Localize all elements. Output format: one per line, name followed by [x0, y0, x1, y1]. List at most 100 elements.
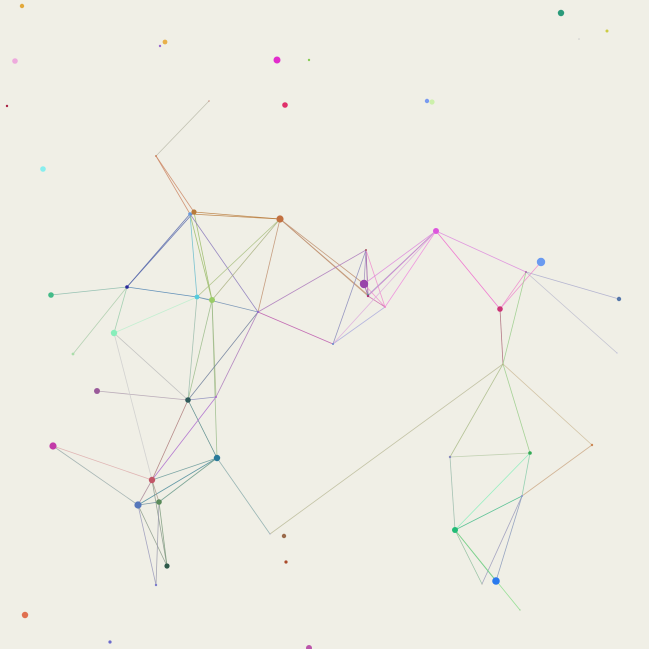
node-n30: [384, 306, 386, 308]
node-n32: [332, 343, 334, 345]
node-n47: [156, 499, 162, 505]
edge-n19-n27: [279, 218, 365, 285]
node-n53: [448, 455, 452, 459]
node-n20: [125, 285, 129, 289]
node-n31: [257, 311, 259, 313]
node-n46: [134, 501, 142, 509]
node-n4: [12, 58, 18, 64]
edge-n22-n41: [187, 296, 198, 401]
edge-n19-n29: [279, 218, 369, 297]
node-layer: [5, 3, 622, 649]
node-n58: [481, 583, 483, 585]
node-n23: [209, 297, 215, 303]
edge-n31-n26: [257, 249, 367, 313]
edge-n31-n41: [187, 311, 259, 401]
edge-n40-n41: [96, 390, 189, 401]
edge-n39-n35: [502, 271, 527, 365]
edge-n36-n39: [499, 308, 504, 365]
node-n38: [616, 352, 618, 354]
edge-n19-n22: [196, 218, 281, 298]
node-n61: [21, 611, 29, 619]
node-n12: [429, 99, 435, 105]
node-n25: [71, 352, 75, 356]
edge-n31-n32: [257, 311, 334, 345]
edge-n57-n60: [454, 529, 521, 611]
edge-n39-n54: [502, 363, 531, 454]
edge-layer: [50, 100, 620, 611]
edge-n56-n55: [521, 444, 593, 497]
edge-n35-n37: [525, 271, 620, 300]
node-n35: [525, 271, 527, 273]
edge-n56-n58: [481, 495, 523, 585]
node-n10: [578, 38, 580, 40]
node-n17: [191, 209, 197, 215]
node-n51: [164, 563, 170, 569]
edge-n44-n46: [137, 457, 218, 506]
node-n29: [366, 294, 370, 298]
node-n39: [502, 363, 504, 365]
node-n16: [208, 100, 210, 102]
node-n13: [5, 104, 9, 108]
edge-n46-n51: [137, 504, 168, 567]
edge-n29-n33: [367, 230, 437, 297]
edge-n44-n45: [151, 457, 218, 481]
node-n63: [306, 645, 312, 649]
edge-n56-n59: [495, 495, 523, 582]
node-n50: [284, 560, 288, 564]
edge-n18-n19: [189, 213, 281, 220]
node-n54: [528, 451, 532, 455]
edge-n29-n30: [367, 295, 386, 308]
edge-n45-n47: [151, 479, 160, 503]
edge-n47-n51: [158, 501, 168, 567]
edge-n26-n30: [365, 249, 386, 308]
edge-n32-n33: [332, 230, 437, 345]
node-n48: [269, 533, 271, 535]
edge-n27-n30: [363, 283, 386, 308]
node-n34: [536, 257, 546, 267]
node-n41: [185, 397, 191, 403]
edge-n20-n24: [113, 286, 128, 334]
node-n1: [19, 3, 25, 9]
node-n62: [108, 640, 112, 644]
edge-n24-n41: [113, 332, 189, 401]
node-n45: [148, 476, 156, 484]
edge-n54-n56: [521, 452, 531, 497]
edge-n19-n31: [257, 218, 281, 313]
node-n6: [307, 58, 311, 62]
edge-n46-n52: [137, 504, 157, 586]
edge-n26-n32: [332, 249, 367, 345]
edge-n39-n55: [502, 363, 593, 446]
edge-n30-n33: [384, 230, 437, 308]
edge-n35-n36: [499, 271, 527, 310]
edge-n30-n32: [332, 306, 386, 345]
node-n18: [188, 212, 192, 216]
edge-n45-n46: [137, 479, 153, 506]
edge-n57-n58: [454, 529, 483, 585]
edge-n33-n36: [435, 230, 501, 310]
edge-n41-n45: [151, 399, 189, 481]
edge-n53-n54: [449, 452, 531, 458]
edge-n18-n31: [189, 213, 259, 313]
node-n52: [154, 583, 158, 587]
edge-n54-n57: [454, 452, 531, 531]
node-n7: [282, 102, 288, 108]
node-n8: [557, 9, 565, 17]
edge-n44-n47: [158, 457, 218, 503]
node-n9: [605, 29, 609, 33]
edge-n23-n41: [187, 299, 213, 401]
edge-n15-n18: [155, 155, 191, 215]
node-n36: [497, 306, 503, 312]
node-n21: [48, 292, 54, 298]
edge-n35-n38: [525, 271, 618, 354]
edge-n36-n34: [499, 261, 542, 310]
node-n26: [365, 249, 367, 251]
edge-n39-n53: [449, 363, 504, 458]
node-n37: [616, 296, 622, 302]
edge-n26-n27: [363, 249, 367, 285]
node-n24: [110, 329, 118, 337]
edge-n44-n48: [216, 457, 271, 535]
edge-n16-n15: [155, 100, 210, 157]
